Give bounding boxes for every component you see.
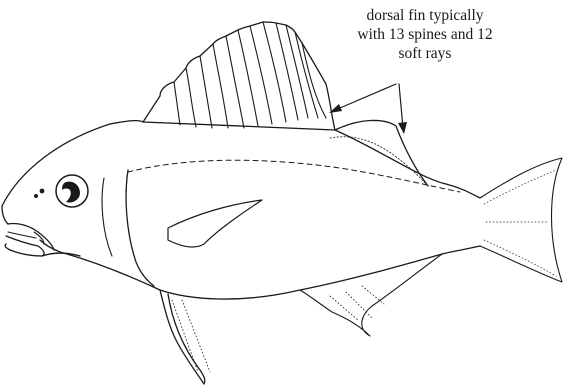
body-outline-belly xyxy=(40,240,480,299)
arrowhead-soft xyxy=(398,122,407,134)
preopercle-edge xyxy=(102,178,112,256)
mouth-opening xyxy=(8,232,44,244)
lateral-line xyxy=(128,160,460,192)
annotation-line: soft rays xyxy=(300,44,550,63)
caudal-fin-rays xyxy=(484,170,556,276)
pelvic-fin-rays xyxy=(172,300,210,372)
dorsal-fin-annotation: dorsal fin typically with 13 spines and … xyxy=(300,6,550,63)
nostril-upper xyxy=(40,189,45,194)
pectoral-fin xyxy=(168,200,262,247)
annotation-arrows xyxy=(333,84,403,128)
soft-dorsal-fin-margin xyxy=(330,137,428,186)
lower-jaw xyxy=(5,236,44,256)
snout xyxy=(2,206,8,224)
caudal-fin xyxy=(480,158,562,282)
pupil xyxy=(62,182,80,203)
nostril-lower xyxy=(34,194,38,198)
annotation-line: with 13 spines and 12 xyxy=(300,25,550,44)
anal-fin xyxy=(300,254,442,336)
gill-cover-edge xyxy=(126,170,154,286)
pelvic-fin xyxy=(160,290,205,384)
annotation-line: dorsal fin typically xyxy=(300,6,550,25)
